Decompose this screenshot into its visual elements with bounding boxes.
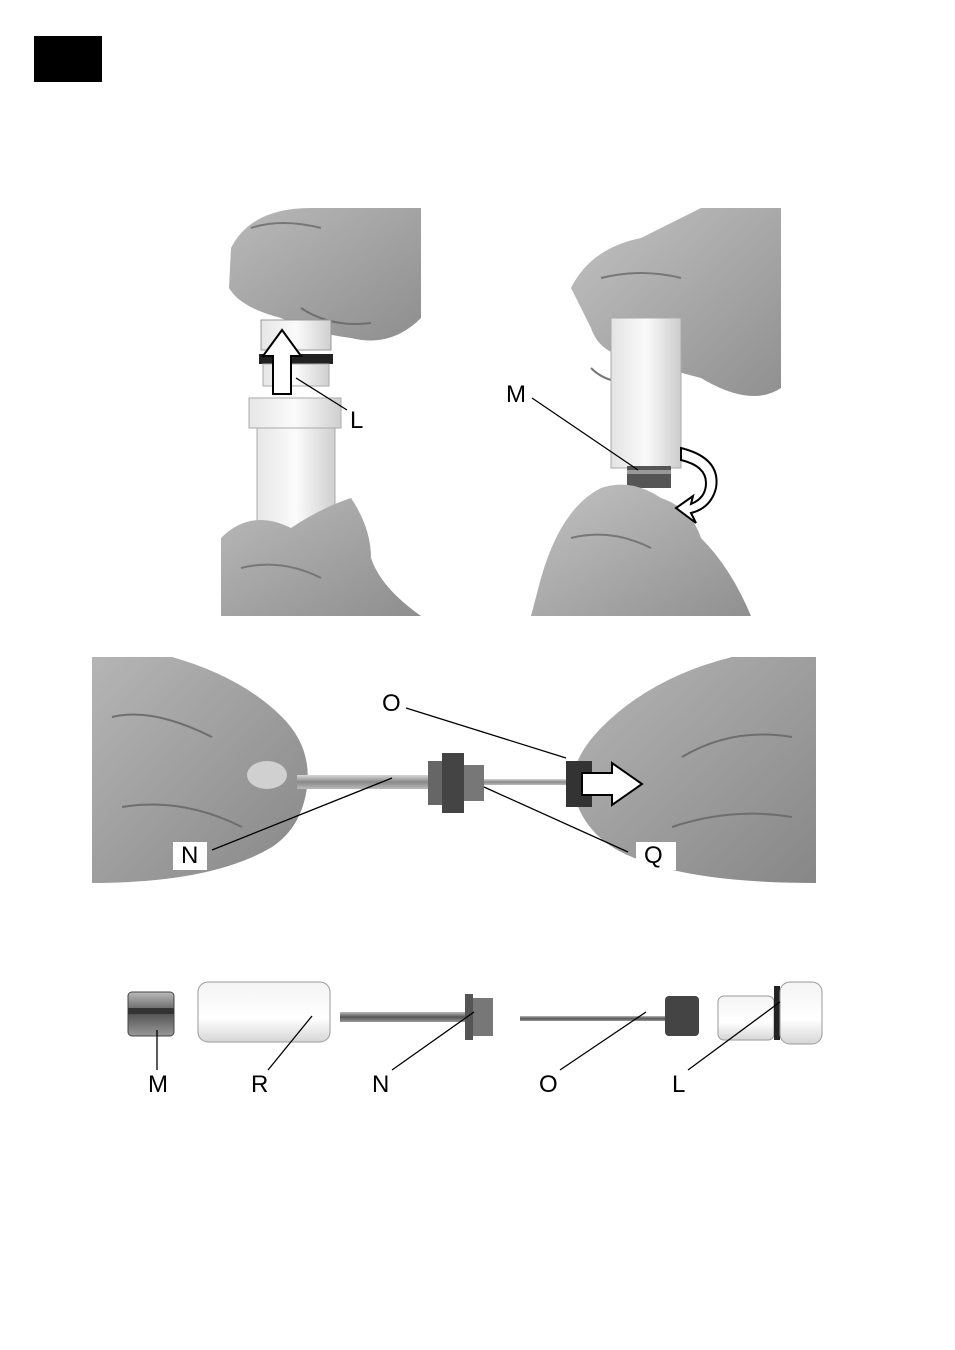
callout-label-m: M: [506, 383, 526, 407]
section-marker-block: [34, 36, 102, 82]
callout-label-q: Q: [636, 842, 676, 870]
callout-label-m-figure-4: M: [148, 1073, 168, 1097]
callout-label-o-figure-4: O: [539, 1073, 558, 1097]
photo-remove-part-l: [221, 208, 421, 616]
callout-label-n-figure-4: N: [372, 1073, 389, 1097]
callout-label-l-figure-4: L: [672, 1073, 685, 1097]
photo-unscrew-part-m: [531, 208, 781, 616]
callout-label-n-figure-3: N: [173, 842, 207, 870]
callout-label-l: L: [350, 409, 363, 433]
callout-label-o-figure-3: O: [382, 692, 401, 716]
photo-exploded-parts: [120, 978, 830, 1046]
callout-label-r: R: [251, 1073, 268, 1097]
